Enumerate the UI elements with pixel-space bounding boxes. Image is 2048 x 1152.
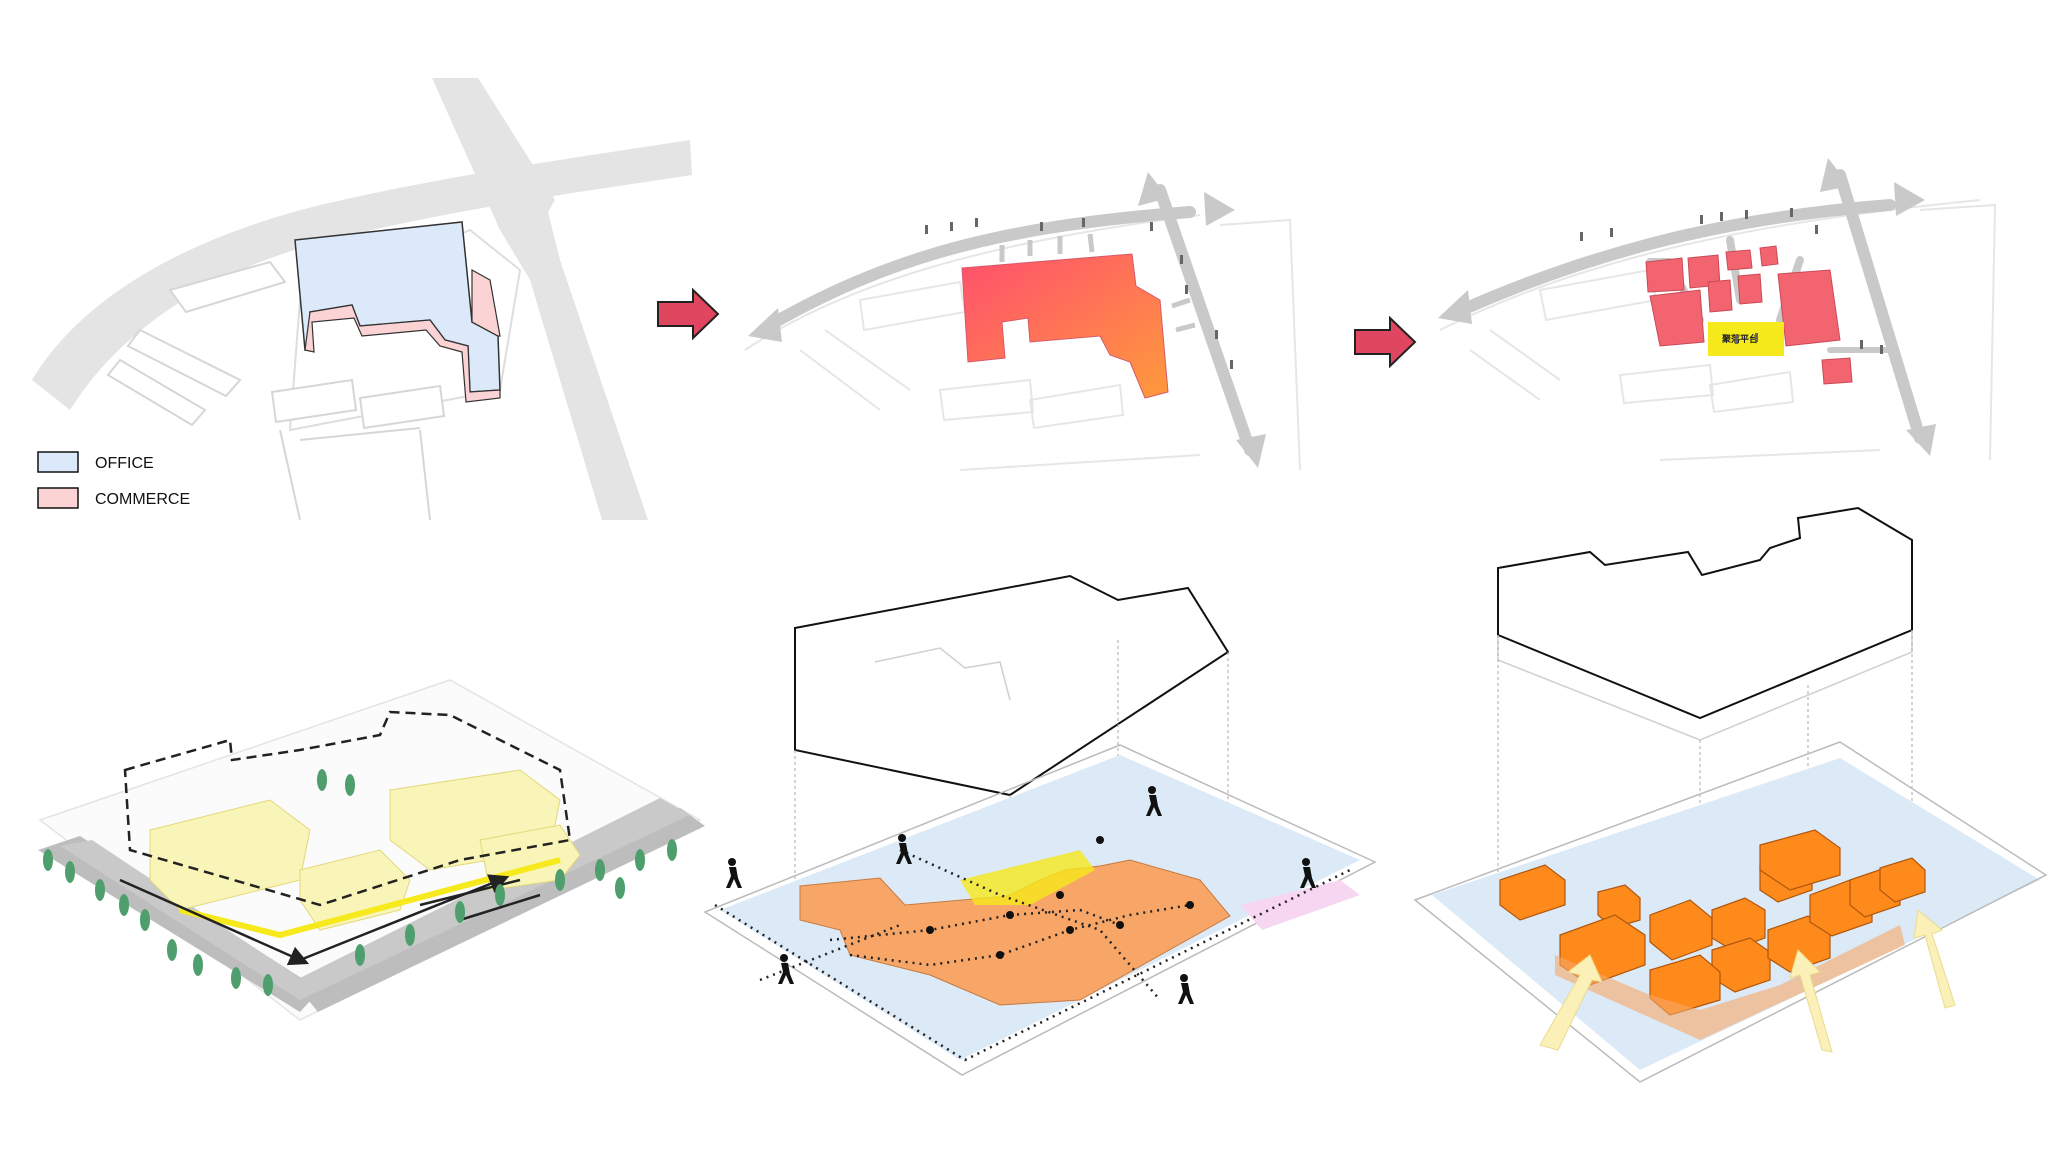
office-outline-dashed (123, 710, 572, 907)
ground-plate-frame (703, 744, 1377, 1076)
yellow-volumes (149, 769, 581, 931)
pedestrian-markers-3 (1580, 208, 1883, 354)
legend-office-swatch (37, 451, 79, 473)
flow-arrowhead-south (1236, 434, 1266, 468)
orange-blocks (1499, 829, 1926, 1016)
flow-arrows (764, 184, 1256, 456)
walker-icon (1146, 786, 1162, 816)
legend-office-label: OFFICE (95, 455, 154, 472)
panel-circulation-axonometric (703, 574, 1377, 1076)
street-south (300, 808, 705, 1012)
walker-icon (1178, 974, 1194, 1004)
plaza-label: 聚落平台 (1721, 333, 1758, 345)
flow3-arrowhead-east (1894, 182, 1925, 216)
pedestrian-markers (925, 218, 1233, 369)
walker-icon (726, 858, 742, 888)
panel-street-axonometric (38, 679, 705, 1021)
flow-arrowhead-west (748, 308, 782, 342)
pink-strip (1240, 880, 1360, 930)
panel-block-axonometric (1413, 506, 2048, 1083)
diagonal-road (432, 78, 648, 520)
walker-icons (726, 786, 1316, 1004)
flow3-arrowhead-north (1820, 158, 1850, 192)
curved-road (32, 140, 692, 410)
panel-mass-flow (744, 172, 1301, 471)
office-block-top-6 (1497, 506, 1913, 720)
street-surface (60, 798, 690, 1000)
plaza-platform (1708, 322, 1784, 356)
inflow-arrows (999, 233, 1196, 333)
walker-icon (896, 834, 912, 864)
circulation-paths (714, 848, 1351, 1062)
step-arrow-2 (1354, 315, 1417, 369)
orange-floor-6 (1555, 925, 1905, 1040)
circulation-nodes (926, 836, 1194, 959)
walker-icon (1300, 858, 1316, 888)
commercial-blocks (1645, 245, 1853, 385)
flow3-arrowhead-west (1438, 290, 1472, 324)
neighbor-buildings (106, 260, 446, 521)
yellow-stair (960, 850, 1095, 905)
panel-site-plan: OFFICE COMMERCE (32, 78, 692, 521)
flow-arrowhead-north (1138, 172, 1168, 206)
commercial-mass (961, 253, 1169, 399)
light-beams (1539, 909, 1956, 1053)
legend-commerce-label: COMMERCE (95, 491, 190, 508)
commerce-volume (304, 268, 501, 403)
legend-commerce-swatch (37, 487, 79, 509)
office-block-inner (874, 647, 1011, 701)
walker-icon (778, 954, 794, 984)
panel-block-split: 聚落平台 (1438, 158, 1997, 461)
street-west (38, 836, 320, 1012)
office-block-top (794, 574, 1230, 797)
legend: OFFICE COMMERCE (37, 451, 190, 509)
yellow-edge (179, 857, 561, 939)
step-arrow-1 (657, 287, 720, 341)
flow-arrowhead-east (1204, 192, 1235, 226)
flow3-arrowhead-south (1906, 424, 1936, 456)
street-flow-arrows (119, 874, 541, 966)
street-trees (43, 769, 677, 996)
